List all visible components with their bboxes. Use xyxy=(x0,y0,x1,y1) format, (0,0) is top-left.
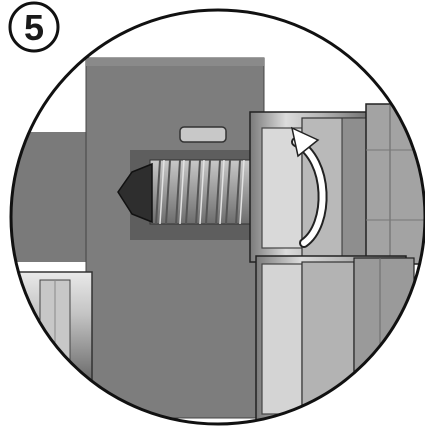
bolt-tip xyxy=(117,162,153,224)
step-number: 5 xyxy=(24,7,44,48)
threaded-bolt xyxy=(117,159,251,225)
slot-detail xyxy=(179,126,227,143)
clockwise-arrow-icon xyxy=(290,126,328,248)
step-badge: 5 xyxy=(8,1,60,53)
upper-right-fitting xyxy=(249,103,425,265)
lower-right-fitting xyxy=(255,255,415,424)
magnifier-circle xyxy=(9,8,425,426)
